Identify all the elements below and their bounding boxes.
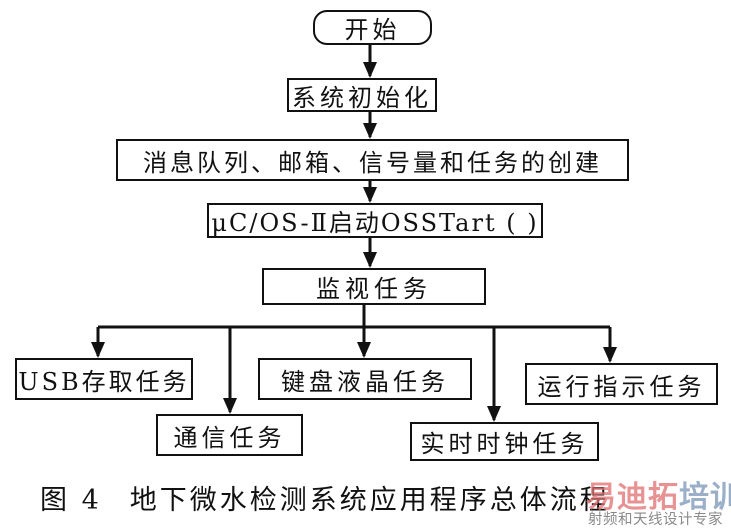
- node-start-label: 开始: [344, 16, 401, 44]
- watermark-logo: 易迪拓培训: [586, 472, 731, 516]
- figure-label: 图 4: [40, 485, 102, 516]
- node-create-objects-label: 消息队列、邮箱、信号量和任务的创建: [143, 148, 602, 177]
- arrowhead: [357, 342, 371, 358]
- node-os-start-label: μC/OS-Ⅱ启动OSSTart ( ): [211, 209, 539, 237]
- node-os-start: μC/OS-Ⅱ启动OSSTart ( ): [207, 203, 543, 238]
- watermark: 易迪拓培训 射频和天线设计专家: [586, 470, 731, 531]
- arrowhead: [603, 347, 617, 363]
- figure-caption: 图 4 地下微水检测系统应用程序总体流程: [40, 478, 610, 517]
- watermark-main-part2: 培训: [679, 480, 731, 515]
- node-monitor-task: 监视任务: [262, 268, 486, 305]
- arrowhead: [363, 62, 377, 78]
- node-usb-task-label: USB存取任务: [18, 367, 190, 396]
- node-system-init: 系统初始化: [287, 78, 437, 112]
- arrowhead: [363, 252, 377, 268]
- node-rtc-task-label: 实时时钟任务: [420, 430, 589, 458]
- figure-caption-text: 地下微水检测系统应用程序总体流程: [129, 485, 610, 516]
- node-comm-task: 通信任务: [156, 414, 303, 456]
- node-usb-task: USB存取任务: [15, 358, 193, 400]
- arrowhead: [223, 398, 237, 414]
- node-comm-task-label: 通信任务: [173, 423, 286, 452]
- node-run-indicator-task-label: 运行指示任务: [537, 372, 706, 401]
- arrowhead: [363, 187, 377, 203]
- node-rtc-task: 实时时钟任务: [410, 422, 599, 461]
- node-run-indicator-task: 运行指示任务: [525, 363, 718, 405]
- arrowhead: [91, 342, 105, 358]
- arrowhead: [487, 406, 501, 422]
- node-keyboard-lcd-task: 键盘液晶任务: [258, 358, 472, 400]
- watermark-subtitle: 射频和天线设计专家: [588, 512, 723, 528]
- node-create-objects: 消息队列、邮箱、信号量和任务的创建: [116, 139, 629, 181]
- node-keyboard-lcd-task-label: 键盘液晶任务: [281, 367, 449, 396]
- node-monitor-task-label: 监视任务: [316, 275, 432, 303]
- watermark-main-part1: 易迪拓: [586, 480, 679, 515]
- arrowhead: [363, 123, 377, 139]
- node-system-init-label: 系统初始化: [292, 83, 432, 112]
- node-start: 开始: [313, 10, 432, 45]
